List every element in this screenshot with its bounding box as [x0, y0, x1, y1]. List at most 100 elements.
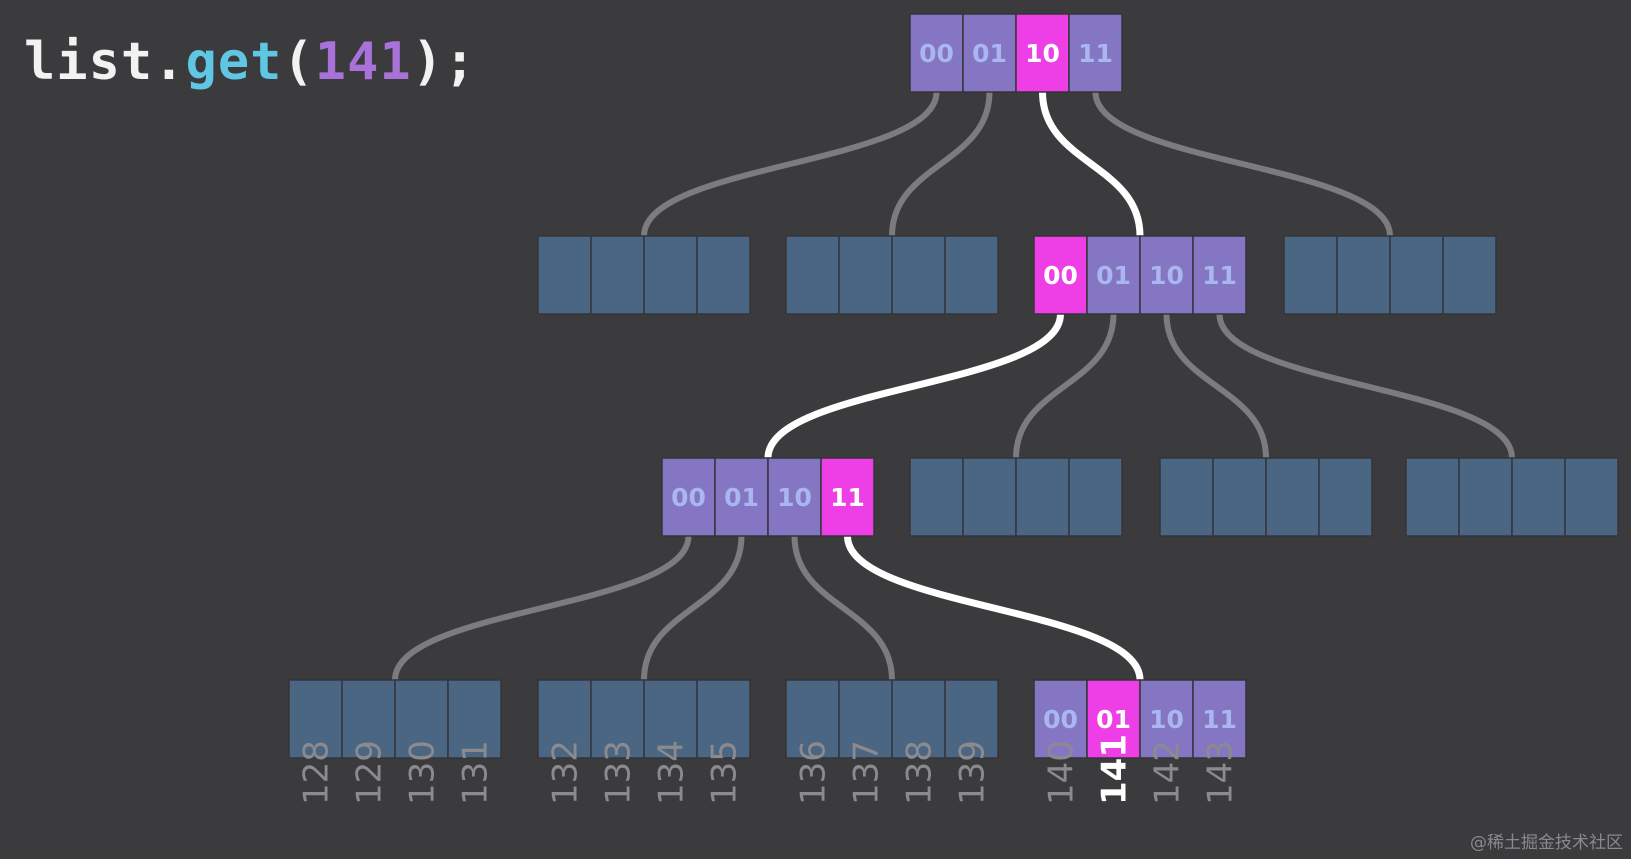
node-cell — [1511, 457, 1566, 537]
slot-label: 01 — [1096, 261, 1131, 290]
leaf-index: 140 — [1042, 740, 1082, 805]
node-cell — [891, 235, 946, 315]
leaf-index: 129 — [350, 740, 390, 805]
node-cell-selected — [820, 457, 875, 537]
node-cell — [1265, 457, 1320, 537]
node-cell — [661, 457, 716, 537]
node-cell — [838, 235, 893, 315]
code-open-paren: ( — [282, 32, 315, 92]
node-cell — [1192, 679, 1247, 759]
edge — [1013, 311, 1117, 461]
trie-node — [785, 235, 999, 315]
node-cell — [1336, 235, 1391, 315]
edge — [1163, 311, 1269, 461]
leaf-index: 131 — [456, 740, 496, 805]
node-cell — [643, 235, 698, 315]
node-cell — [1318, 457, 1373, 537]
slot-label: 01 — [724, 483, 759, 512]
slot-label: 00 — [1043, 261, 1078, 290]
node-cell — [537, 235, 592, 315]
trie-node-active: 00 01 10 11 — [661, 457, 875, 537]
leaf-index: 139 — [953, 740, 993, 805]
node-cell-selected — [1015, 13, 1070, 93]
trie-node — [1405, 457, 1619, 537]
node-cell — [785, 235, 840, 315]
trie-node-active: 00 01 10 11 — [909, 13, 1123, 93]
trie-node — [785, 679, 999, 759]
slot-label: 00 — [671, 483, 706, 512]
leaf-index: 135 — [705, 740, 745, 805]
node-cell — [714, 457, 769, 537]
slot-label: 11 — [1078, 39, 1113, 68]
slot-label: 10 — [777, 483, 812, 512]
edge — [1092, 89, 1393, 239]
trie-node — [537, 679, 751, 759]
code-snippet: list.get(141); — [24, 30, 476, 94]
leaf-index: 133 — [599, 740, 639, 805]
edge — [889, 89, 993, 239]
leaf-index: 137 — [847, 740, 887, 805]
edge — [1216, 311, 1515, 461]
watermark: @稀土掘金技术社区 — [1470, 833, 1623, 853]
code-method: get — [185, 32, 283, 92]
leaf-index: 132 — [546, 740, 586, 805]
slot-label: 01 — [972, 39, 1007, 68]
leaf-index-selected: 141 — [1095, 734, 1135, 805]
node-cell — [1564, 457, 1619, 537]
trie-node — [288, 679, 502, 759]
code-object: list — [24, 32, 154, 92]
node-cell — [1458, 457, 1513, 537]
slot-label: 11 — [830, 483, 865, 512]
leaf-index: 130 — [403, 740, 443, 805]
leaf-index: 142 — [1148, 740, 1188, 805]
node-cell — [1405, 457, 1460, 537]
node-cell — [537, 679, 592, 759]
node-cell — [1442, 235, 1497, 315]
node-cell — [1139, 235, 1194, 315]
slot-label: 10 — [1025, 39, 1060, 68]
tree-edges — [392, 88, 1515, 684]
node-cell — [909, 13, 964, 93]
edge — [641, 533, 745, 683]
trie-node — [537, 235, 751, 315]
node-cell — [1389, 235, 1444, 315]
node-cell — [696, 235, 751, 315]
node-cell — [590, 679, 645, 759]
node-cell — [394, 679, 449, 759]
leaf-index: 143 — [1201, 740, 1241, 805]
edge-active — [764, 310, 1064, 462]
node-cell — [944, 679, 999, 759]
slot-label: 00 — [1043, 705, 1078, 734]
slot-label: 11 — [1202, 705, 1237, 734]
node-cell — [962, 13, 1017, 93]
leaf-index: 128 — [297, 740, 337, 805]
node-cell — [288, 679, 343, 759]
node-cell — [1192, 235, 1247, 315]
node-cell — [1283, 235, 1338, 315]
node-cell — [909, 457, 964, 537]
node-cell — [447, 679, 502, 759]
edge — [641, 89, 940, 239]
node-cell — [1015, 457, 1070, 537]
node-cell — [838, 679, 893, 759]
node-cell — [1212, 457, 1267, 537]
slot-label: 00 — [919, 39, 954, 68]
node-cell — [696, 679, 751, 759]
node-cell — [944, 235, 999, 315]
slot-label: 10 — [1149, 261, 1184, 290]
leaf-index: 134 — [652, 740, 692, 805]
edge — [791, 533, 895, 683]
slot-label: 10 — [1149, 705, 1184, 734]
node-cell — [590, 235, 645, 315]
edge-active — [844, 532, 1144, 684]
trie-node — [1283, 235, 1497, 315]
edge — [392, 533, 692, 683]
node-cell — [1068, 457, 1123, 537]
node-cell — [785, 679, 840, 759]
node-cell — [891, 679, 946, 759]
trie-node — [1159, 457, 1373, 537]
